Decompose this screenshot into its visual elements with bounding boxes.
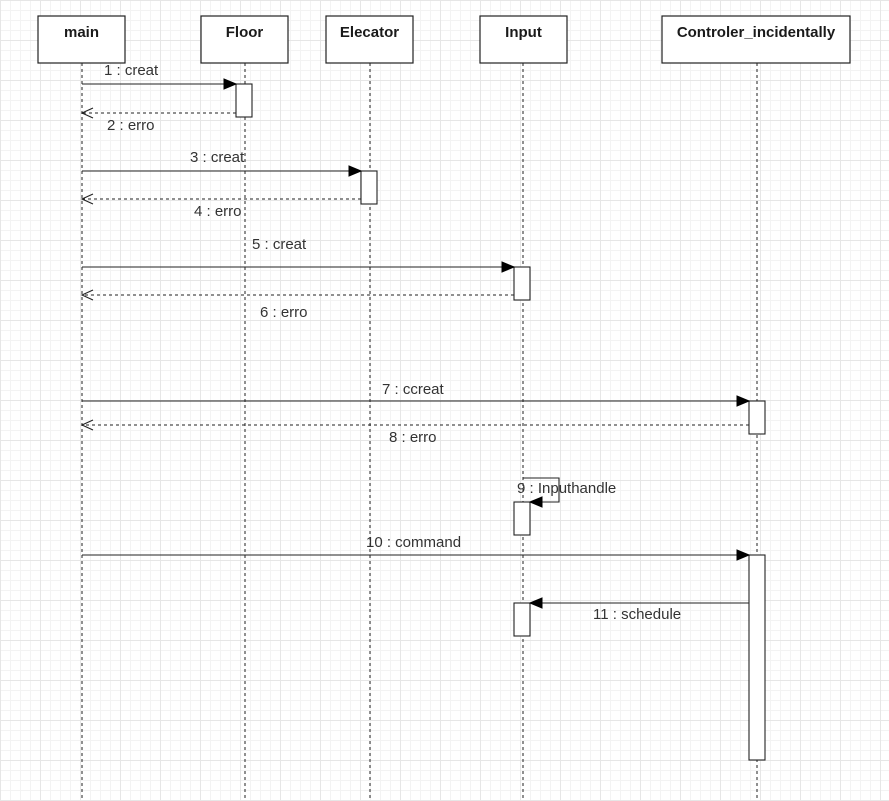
message-7[interactable]: 7 : ccreat [82,381,751,407]
activation-input-create[interactable] [513,266,531,301]
message-9-line [523,477,560,503]
activation-input-schedule[interactable] [513,602,531,637]
participant-floor[interactable]: Floor [200,15,289,64]
activation-controler-command[interactable] [748,554,766,761]
message-1-arrowhead [223,78,238,90]
message-2[interactable]: 2 : erro [80,107,236,134]
participant-elecator-label: Elecator [340,24,399,41]
message-2-arrowhead [80,107,94,119]
activation-input-inputhandle[interactable] [513,501,531,536]
message-8-arrowhead [80,419,94,431]
message-5-label: 5 : creat [252,236,307,253]
participant-floor-label: Floor [226,24,264,41]
message-9-label: 9 : Inputhandle [517,480,616,497]
message-10-label: 10 : command [366,534,461,551]
message-4[interactable]: 4 : erro [80,193,361,220]
message-2-label: 2 : erro [107,117,155,134]
participant-controler-box [661,15,851,64]
message-5-arrowhead [501,261,516,273]
message-8-label: 8 : erro [389,429,437,446]
message-10-arrowhead [736,549,751,561]
activation-floor[interactable] [235,83,253,118]
message-5[interactable]: 5 : creat [82,236,516,273]
participant-elecator[interactable]: Elecator [325,15,414,64]
message-4-label: 4 : erro [194,203,242,220]
participant-input-box [479,15,568,64]
participant-main-box [37,15,126,64]
participant-input[interactable]: Input [479,15,568,64]
message-10[interactable]: 10 : command [82,534,751,561]
message-7-label: 7 : ccreat [382,381,445,398]
message-1-label: 1 : creat [104,62,159,79]
message-6[interactable]: 6 : erro [80,289,514,321]
message-7-arrowhead [736,395,751,407]
message-11-arrowhead [528,597,543,609]
activation-elecator[interactable] [360,170,378,205]
message-3[interactable]: 3 : creat [82,149,363,177]
participant-main-label: main [64,24,99,41]
message-1[interactable]: 1 : creat [82,62,238,90]
participant-main[interactable]: main [37,15,126,64]
participant-floor-box [200,15,289,64]
message-11-label: 11 : schedule [593,606,681,623]
participant-controler[interactable]: Controler_incidentally [661,15,851,64]
message-3-label: 3 : creat [190,149,245,166]
participant-elecator-box [325,15,414,64]
message-8[interactable]: 8 : erro [80,419,749,446]
participant-input-label: Input [505,24,542,41]
message-11[interactable]: 11 : schedule [528,597,749,623]
message-6-arrowhead [80,289,94,301]
message-9-arrowhead [528,496,543,508]
message-4-arrowhead [80,193,94,205]
message-3-arrowhead [348,165,363,177]
message-6-label: 6 : erro [260,304,308,321]
activation-controler-create[interactable] [748,400,766,435]
message-9[interactable]: 9 : Inputhandle [517,477,616,508]
participant-controler-label: Controler_incidentally [677,24,836,41]
